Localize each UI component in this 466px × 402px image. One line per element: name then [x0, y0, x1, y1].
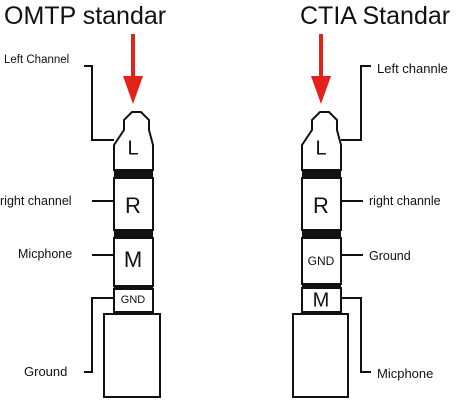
omtp-ring3-label: GND [121, 294, 146, 306]
omtp-ring-1 [113, 177, 154, 231]
omtp-arrow-icon [123, 34, 143, 104]
omtp-sleeve-caption: Ground [24, 364, 67, 379]
ctia-sleeve-leader [341, 297, 371, 373]
omtp-ring2-label: M [124, 247, 142, 272]
ctia-sleeve-caption: Micphone [377, 366, 433, 381]
omtp-plug [103, 111, 161, 398]
ctia-plug-group: CTIA Standar L R GND M Left channle [292, 2, 450, 398]
omtp-tip-leader [84, 65, 114, 141]
ctia-insulator-3 [302, 284, 341, 288]
ctia-sleeve [292, 313, 349, 398]
ctia-tip-leader [341, 65, 371, 141]
ctia-ring-3 [301, 287, 342, 313]
omtp-ring1-caption: right channel [0, 194, 72, 208]
omtp-sleeve [103, 313, 161, 398]
ctia-ring3-label: M [313, 289, 330, 311]
ctia-ring-1 [301, 177, 342, 231]
ctia-plug [292, 111, 349, 398]
ctia-ring-2 [301, 237, 342, 285]
ctia-ring1-caption: right channle [369, 194, 441, 208]
omtp-ring-3 [113, 288, 154, 313]
omtp-tip-label: L [127, 137, 138, 159]
omtp-sleeve-leader [84, 297, 114, 373]
omtp-ring2-caption: Micphone [18, 247, 72, 261]
omtp-insulator-1 [114, 170, 153, 178]
ctia-arrow-icon [311, 34, 331, 104]
omtp-tip [113, 111, 154, 171]
omtp-insulator-3 [114, 286, 153, 289]
omtp-ring1-label: R [125, 193, 141, 218]
omtp-title: OMTP standar [4, 2, 166, 30]
ctia-tip-label: L [315, 137, 326, 159]
ctia-ring2-caption: Ground [369, 249, 411, 263]
ctia-insulator-1 [302, 170, 341, 178]
ctia-title: CTIA Standar [300, 2, 450, 30]
omtp-insulator-2 [114, 230, 153, 238]
ctia-tip [301, 111, 342, 171]
omtp-tip-caption: Left Channel [4, 54, 69, 66]
omtp-plug-group: OMTP standar L R M GND Left Channel [0, 2, 166, 398]
ctia-ring2-label: GND [308, 254, 335, 268]
ctia-insulator-2 [302, 230, 341, 238]
ctia-ring1-label: R [313, 193, 329, 218]
ctia-tip-caption: Left channle [377, 61, 448, 76]
